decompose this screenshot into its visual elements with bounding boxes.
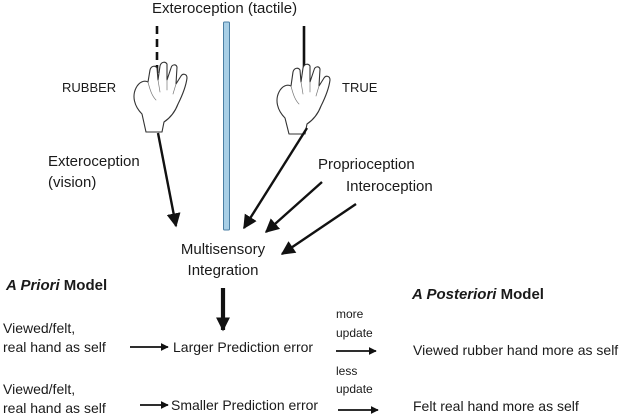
proprioception-label: Proprioception	[318, 156, 415, 173]
row2-update-line1: less	[336, 364, 358, 378]
true-hand-arrow	[242, 127, 309, 230]
a-priori-rest: Model	[59, 277, 108, 294]
vision-arrow	[156, 132, 181, 228]
row2-prediction-error: Smaller Prediction error	[171, 397, 319, 413]
divider-bar	[223, 21, 230, 231]
integration-line1: Multisensory	[180, 241, 266, 258]
integration-line2: Integration	[187, 262, 259, 279]
proprioception-arrow	[264, 181, 323, 233]
row2-prior-line1: Viewed/felt,	[3, 381, 76, 397]
row1-posterior: Viewed rubber hand more as self	[413, 342, 619, 358]
row2-prior-line2: real hand as self	[3, 400, 106, 416]
row2-posterior: Felt real hand more as self	[413, 398, 579, 414]
a-posteriori-rest: Model	[496, 286, 544, 303]
interoception-arrow	[280, 203, 357, 255]
a-priori-model-title: A Priori Model	[6, 276, 107, 295]
exteroception-vision-sublabel: (vision)	[48, 174, 97, 191]
multisensory-integration-label: Multisensory Integration	[158, 240, 288, 280]
a-posteriori-italic: A Posteriori	[412, 286, 497, 303]
row1-prior-line2: real hand as self	[3, 339, 106, 355]
row1-update-line1: more	[336, 307, 364, 321]
a-priori-italic: A Priori	[6, 277, 60, 294]
true-hand-label: TRUE	[342, 80, 378, 95]
true-hand-icon	[276, 63, 331, 135]
exteroception-vision-label: Exteroception	[48, 153, 140, 170]
a-posteriori-model-title: A Posteriori Model	[412, 285, 544, 304]
rubber-hand-label: RUBBER	[62, 80, 117, 95]
exteroception-tactile-label: Exteroception (tactile)	[152, 0, 298, 17]
row1-prediction-error: Larger Prediction error	[173, 339, 314, 355]
row1-prior-line1: Viewed/felt,	[3, 320, 76, 336]
row2-update-line2: update	[336, 382, 373, 396]
rubber-hand-icon	[133, 61, 188, 133]
row1-update-line2: update	[336, 326, 373, 340]
interoception-label: Interoception	[346, 178, 433, 195]
